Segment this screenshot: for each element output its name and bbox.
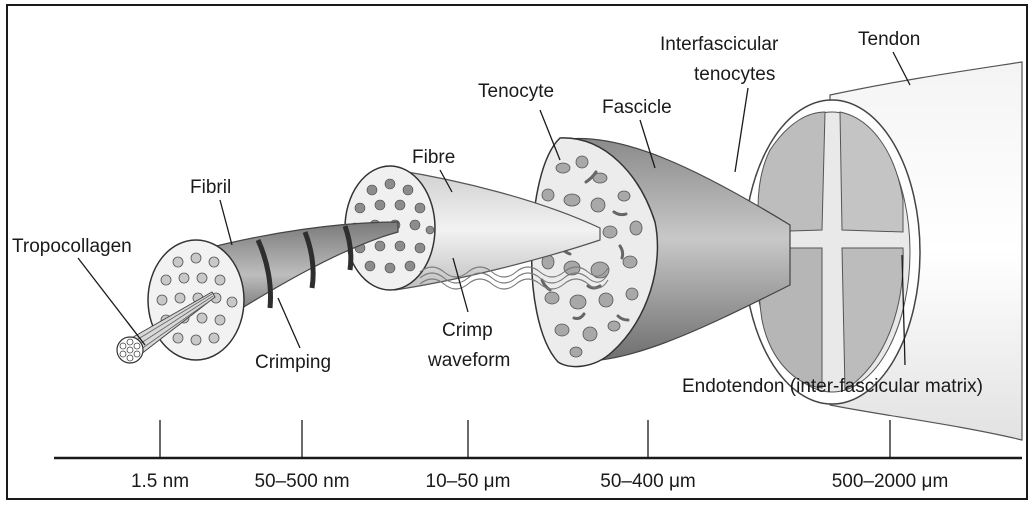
scale-bar: 1.5 nm 50–500 nm 10–50 μm 50–400 μm 500–… bbox=[54, 420, 1022, 492]
label-fibre: Fibre bbox=[412, 147, 455, 168]
label-fascicle: Fascicle bbox=[602, 97, 672, 118]
label-tendon: Tendon bbox=[858, 29, 920, 50]
label-crimp-waveform-line2: waveform bbox=[427, 350, 510, 371]
scale-label-1: 1.5 nm bbox=[131, 471, 189, 492]
label-crimping: Crimping bbox=[255, 352, 331, 373]
label-interfascicular-line1: Interfascicular bbox=[660, 34, 779, 55]
label-crimp-waveform-line1: Crimp bbox=[442, 320, 493, 341]
fascicle-shape bbox=[532, 138, 790, 367]
scale-label-5: 500–2000 μm bbox=[832, 471, 949, 492]
label-endotendon: Endotendon (inter-fascicular matrix) bbox=[682, 376, 983, 397]
label-fibril: Fibril bbox=[190, 177, 231, 198]
label-tropocollagen: Tropocollagen bbox=[12, 236, 132, 257]
label-tenocyte: Tenocyte bbox=[478, 81, 554, 102]
scale-label-4: 50–400 μm bbox=[600, 471, 695, 492]
fibril-shape bbox=[148, 222, 398, 360]
label-interfascicular-line2: tenocytes bbox=[694, 64, 775, 85]
scale-label-2: 50–500 nm bbox=[254, 471, 349, 492]
scale-label-3: 10–50 μm bbox=[426, 471, 511, 492]
